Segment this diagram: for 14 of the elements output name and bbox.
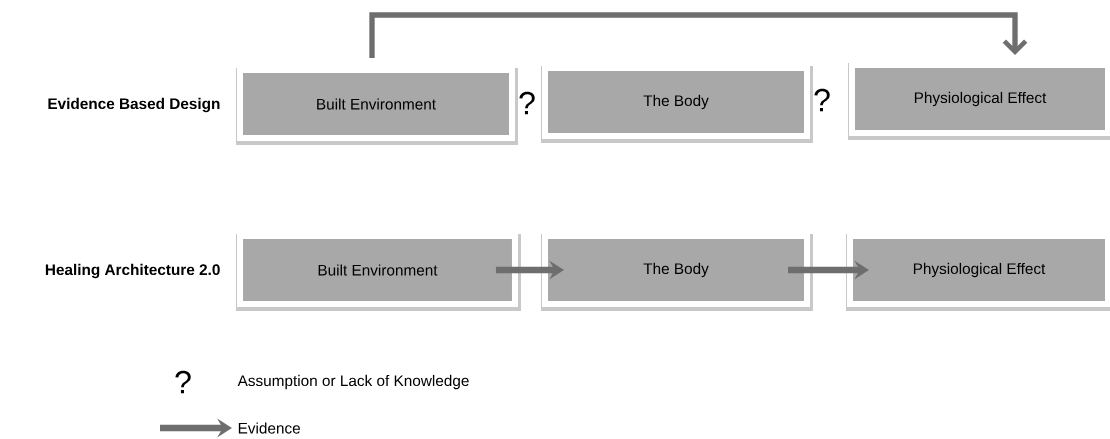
legend-text: Evidence	[238, 422, 300, 434]
arrow	[369, 12, 1028, 58]
row-label: Healing Architecture 2.0	[45, 263, 220, 279]
question-mark: ?	[814, 88, 830, 112]
process-box: Built Environment	[236, 233, 521, 311]
process-box: Physiological Effect	[846, 233, 1110, 311]
legend-text: Assumption or Lack of Knowledge	[237, 374, 469, 390]
question-mark: ?	[519, 91, 535, 115]
process-box: Physiological Effect	[848, 62, 1110, 140]
question-mark: ?	[175, 370, 191, 394]
row-label: Evidence Based Design	[48, 97, 220, 113]
process-box: The Body	[541, 233, 813, 311]
process-box: Built Environment	[236, 67, 518, 145]
process-box: The Body	[541, 65, 813, 143]
